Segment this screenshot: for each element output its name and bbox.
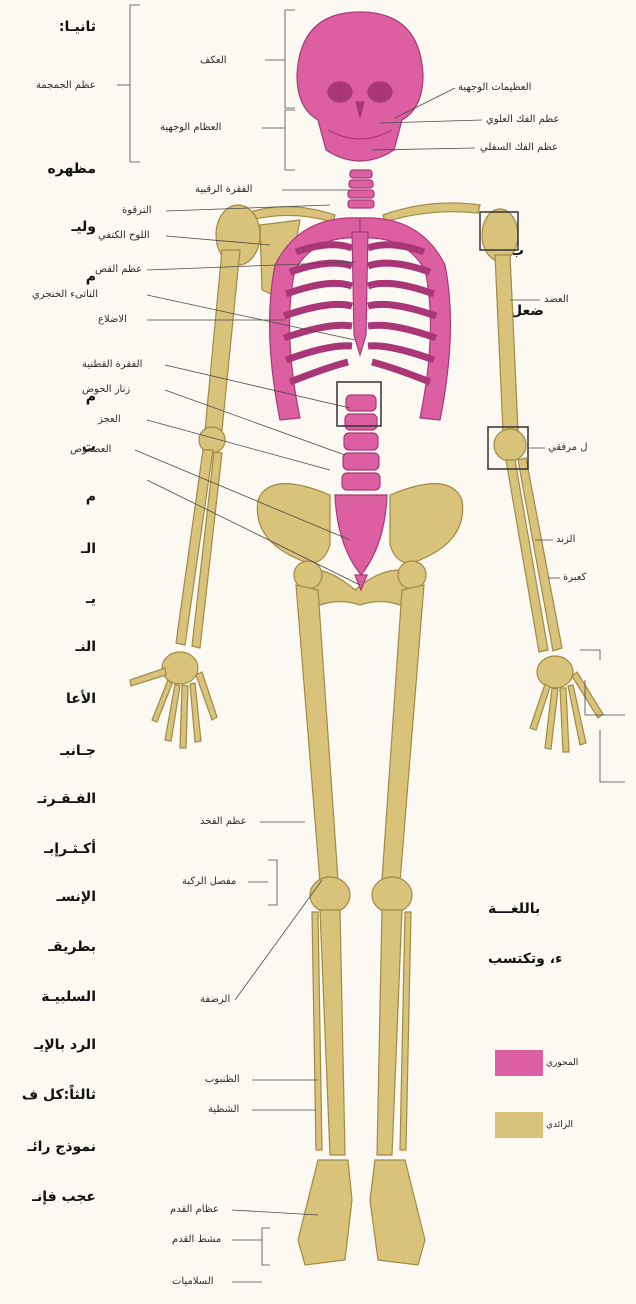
legend-label-appendicular: الزائدي xyxy=(546,1120,573,1130)
tibia-left xyxy=(320,910,345,1155)
femur-right xyxy=(382,585,424,882)
foot-right xyxy=(370,1160,425,1265)
pelvis-right xyxy=(390,484,463,563)
label-clavicle: الترقوة xyxy=(122,205,152,217)
fibula-right xyxy=(400,912,411,1150)
shoulder-right xyxy=(482,209,518,261)
label-phalanges-foot: السلاميات xyxy=(172,1276,214,1288)
legend-label-axial: المحوري xyxy=(546,1058,578,1068)
hand-right xyxy=(530,656,603,752)
label-scapula: اللوح الكتفي xyxy=(98,230,150,242)
femur-head-left xyxy=(294,561,322,589)
legend-swatch-axial xyxy=(495,1050,543,1076)
label-sacrum: العجز xyxy=(98,414,121,426)
hand-left xyxy=(130,652,217,748)
label-metatarsals: مشط القدم xyxy=(172,1234,221,1246)
foot-left xyxy=(298,1160,352,1265)
pelvis-left xyxy=(257,484,330,563)
label-ulna: كعبرة xyxy=(563,572,586,584)
femur-left xyxy=(296,585,338,882)
label-facial-bones: العظام الوجهية xyxy=(160,122,221,134)
label-xiphoid: الناتىء الخنجري xyxy=(32,289,98,301)
knee-right xyxy=(372,877,412,913)
clavicle-right xyxy=(383,203,480,222)
label-pelvic-girdle: زنار الحوض xyxy=(82,384,130,396)
femur-head-right xyxy=(398,561,426,589)
label-femur: عظم الفخذ xyxy=(200,816,247,828)
rib-cage xyxy=(270,218,451,420)
humerus-left xyxy=(205,250,240,430)
label-facial-small: العظيمات الوجهية xyxy=(458,82,531,94)
label-fibula: الشظية xyxy=(208,1104,239,1116)
label-cranium: العكف xyxy=(200,55,227,67)
label-ribs: الاضلاع xyxy=(98,314,127,326)
label-sternum: عظم القص xyxy=(95,264,142,276)
humerus-right xyxy=(495,255,518,432)
label-skull: عظم الجمجمة xyxy=(36,80,96,92)
label-knee: مفصل الركبة xyxy=(182,876,236,888)
lumbar-vertebrae xyxy=(342,395,380,490)
legend-swatch-appendicular xyxy=(495,1112,543,1138)
knee-left xyxy=(310,877,350,913)
label-coccyx: العصعوص xyxy=(70,444,111,456)
label-humerus: العضد xyxy=(544,294,569,306)
eye-socket-left xyxy=(328,82,352,102)
label-tibia: الظنبوب xyxy=(205,1074,240,1086)
label-mandible: عظم الفك السفلي xyxy=(480,142,558,154)
label-radius: الزند xyxy=(556,534,575,546)
sacrum xyxy=(335,495,387,575)
appendicular-skeleton xyxy=(130,203,603,1265)
label-cervical: الفقرة الرقبية xyxy=(195,184,252,196)
elbow-right xyxy=(494,429,526,461)
eye-socket-right xyxy=(368,82,392,102)
tibia-right xyxy=(377,910,402,1155)
label-elbow: ل مرفقي xyxy=(548,442,588,454)
clavicle-left xyxy=(250,207,335,222)
label-tarsals: عظام القدم xyxy=(170,1204,219,1216)
label-lumbar: الفقرة القطنية xyxy=(82,359,142,371)
label-patella: الرضفة xyxy=(200,994,230,1006)
cervical-vertebrae xyxy=(348,170,374,208)
fibula-left xyxy=(312,912,322,1150)
label-maxilla: عظم الفك العلوي xyxy=(486,114,559,126)
